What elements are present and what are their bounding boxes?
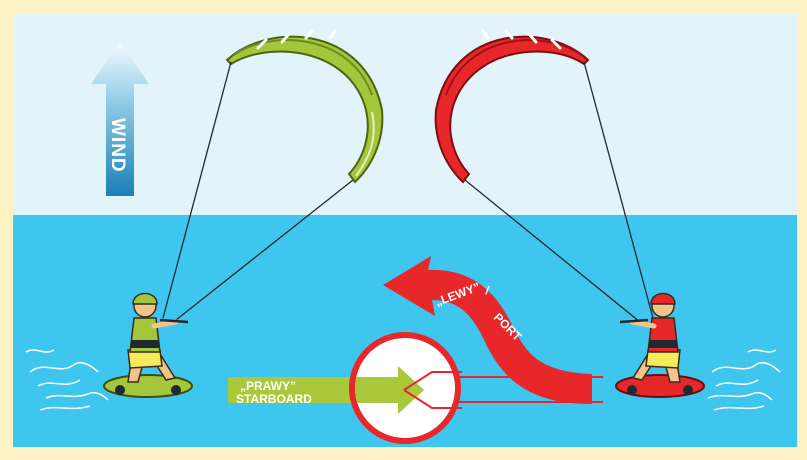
red-kite: [434, 29, 590, 184]
sky: [13, 13, 797, 215]
right-rider: [615, 292, 705, 398]
wind-arrow: WIND: [91, 42, 149, 196]
starboard-label-prawy: „PRAWY”: [240, 379, 296, 393]
magnifier-lines: [457, 376, 603, 403]
red-kite-lines: [464, 61, 654, 323]
port-label-separator: /: [484, 283, 490, 297]
green-kite-lines: [162, 61, 354, 321]
starboard-label-starboard: STARBOARD: [236, 392, 312, 406]
left-rider: [103, 292, 193, 398]
right-of-way-magnifier: [349, 332, 462, 444]
left-splash: [25, 349, 109, 411]
wind-label: WIND: [107, 118, 128, 173]
right-splash: [707, 349, 781, 411]
green-kite: [225, 29, 384, 184]
starboard-arrow: „PRAWY” STARBOARD: [228, 363, 407, 417]
